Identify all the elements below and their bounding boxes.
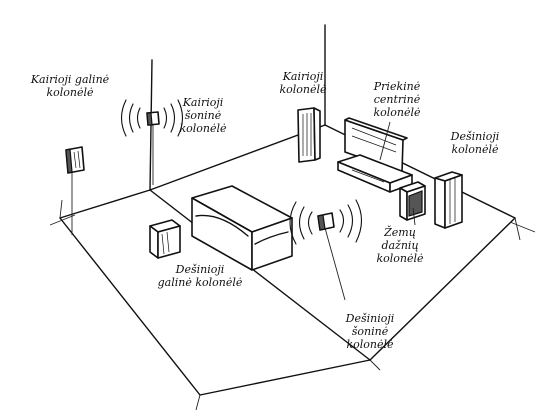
label-pointers bbox=[379, 121, 416, 226]
sound-wave-icon bbox=[120, 99, 184, 137]
side-right-speaker-icon bbox=[317, 212, 346, 301]
subwoofer-icon bbox=[399, 181, 426, 221]
sound-wave-icon bbox=[289, 199, 363, 245]
sofa-icon bbox=[191, 185, 293, 271]
front-left-speaker-icon bbox=[297, 107, 321, 163]
tv-stand-icon bbox=[337, 154, 413, 193]
tv-icon bbox=[344, 117, 408, 173]
rear-right-speaker-icon bbox=[149, 219, 181, 259]
front-right-speaker-icon bbox=[434, 171, 463, 229]
rear-left-speaker-icon bbox=[65, 146, 85, 235]
side-left-speaker-icon bbox=[146, 111, 160, 185]
